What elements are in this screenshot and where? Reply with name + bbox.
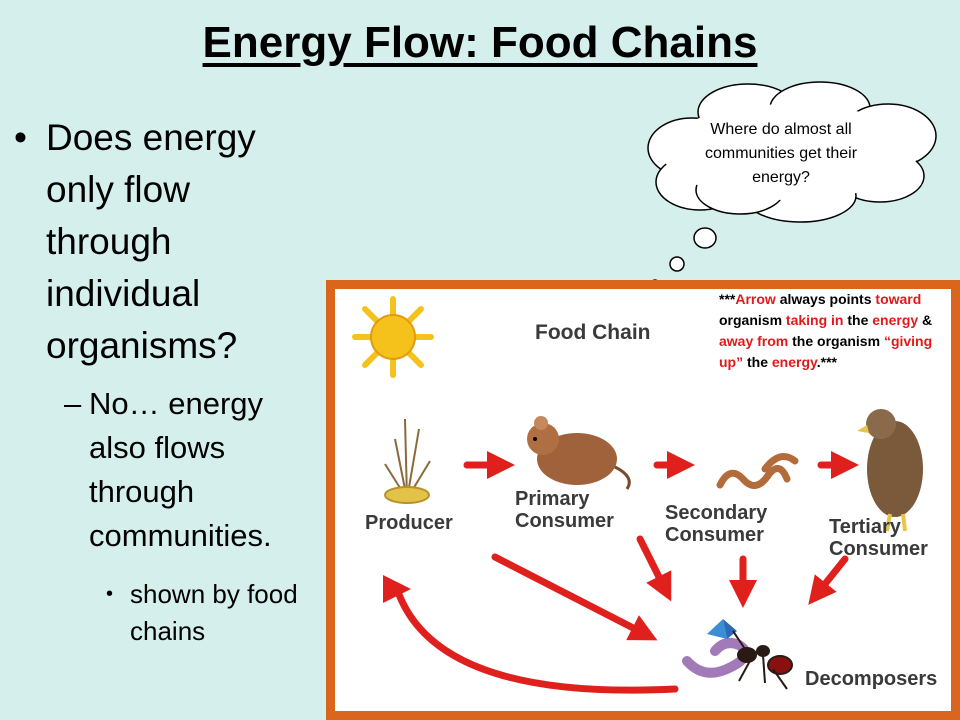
sub-bullet: – No… energy also flows through communit… xyxy=(64,382,314,558)
hawk-icon xyxy=(857,409,923,532)
label-tertiary-2: Consumer xyxy=(829,538,928,560)
grass-icon xyxy=(384,418,431,504)
food-chain-panel: Food Chain Producer Primary Consumer Sec… xyxy=(326,280,960,720)
arrow-direction-note: ***Arrow always points toward organism t… xyxy=(719,291,933,370)
food-chain-diagram: Food Chain Producer Primary Consumer Sec… xyxy=(352,296,937,694)
label-primary-2: Consumer xyxy=(515,510,614,532)
sun-icon xyxy=(352,296,434,378)
arrow-decomposers-to-producer xyxy=(388,575,679,694)
decomposer-arrows xyxy=(491,535,849,641)
dash-glyph: – xyxy=(64,386,82,421)
bullet-glyph-small: • xyxy=(106,583,114,605)
arrow-secondary-to-decomposers-a xyxy=(636,535,672,602)
thought-cloud-graphic xyxy=(647,81,937,289)
sub-sub-bullet: • shown by food chains xyxy=(106,576,306,650)
label-decomposers: Decomposers xyxy=(805,668,937,690)
sub-sub-bullet-text: shown by food chains xyxy=(130,579,298,646)
slide-title: Energy Flow: Food Chains xyxy=(202,18,758,67)
label-tertiary-1: Tertiary xyxy=(829,516,902,538)
decomposers-icon xyxy=(682,619,793,690)
snake-icon xyxy=(716,453,799,489)
main-bullet: • Does energy only flow through individu… xyxy=(14,112,314,372)
arrow-primary-to-decomposers xyxy=(491,553,658,641)
label-secondary-1: Secondary xyxy=(665,502,768,524)
mouse-icon xyxy=(527,416,631,490)
label-primary-1: Primary xyxy=(515,488,590,510)
diagram-heading: Food Chain xyxy=(535,321,650,344)
label-producer: Producer xyxy=(365,512,453,534)
thought-cloud-text: Where do almost all communities get thei… xyxy=(704,121,858,186)
sub-bullet-text: No… energy also flows through communitie… xyxy=(89,386,272,553)
bullet-glyph: • xyxy=(14,117,27,158)
arrow-tertiary-to-decomposers xyxy=(808,555,849,605)
main-bullet-text: Does energy only flow through individual… xyxy=(46,117,256,366)
label-secondary-2: Consumer xyxy=(665,524,764,546)
